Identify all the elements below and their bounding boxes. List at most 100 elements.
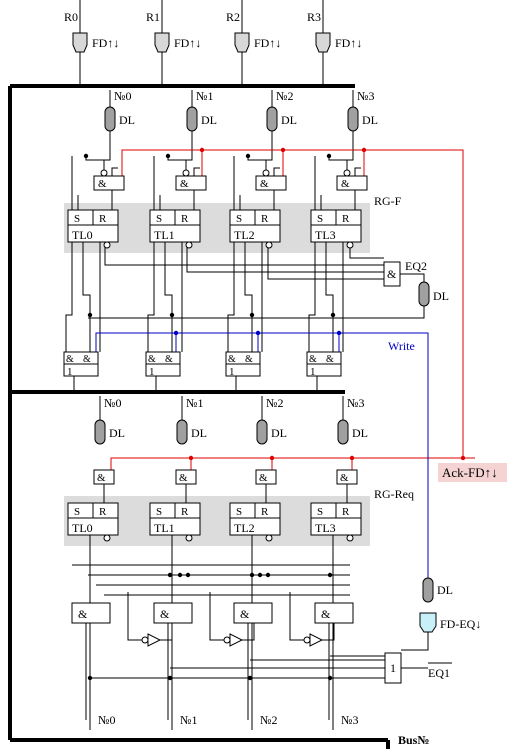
fd-label-2: FD↑↓	[254, 36, 281, 50]
fd-buffer-0	[72, 32, 88, 53]
req-and-symbol-3: &	[340, 472, 349, 484]
wire	[401, 632, 429, 651]
wire	[322, 623, 335, 641]
inversion-bubble	[346, 534, 354, 542]
bus-output-label-2: №2	[260, 713, 277, 727]
wire	[325, 242, 334, 352]
wire	[354, 167, 361, 176]
wire	[164, 242, 173, 352]
req-and-gate-0	[93, 469, 115, 485]
compare-gate-3	[314, 602, 354, 624]
top-dl-label-2: DL	[281, 113, 297, 127]
wire	[82, 242, 91, 352]
fd-buffer-1	[154, 32, 170, 53]
wire	[104, 245, 384, 266]
top-dl-label-0: DL	[119, 113, 135, 127]
top-and-gate-0	[93, 175, 125, 191]
req-and-symbol-2: &	[259, 472, 268, 484]
write-and-symbol-b-0: &	[83, 354, 91, 365]
rg-req-reset-label-3: R	[342, 506, 350, 518]
junction-dot	[330, 312, 336, 318]
junction-dot	[249, 312, 255, 318]
eq2-dl-label: DL	[433, 289, 449, 303]
rg-req-set-label-2: S	[236, 506, 242, 518]
inversion-bubble	[223, 636, 231, 644]
inverter-2	[309, 633, 324, 647]
inverter-1	[229, 633, 244, 647]
wire	[273, 167, 280, 176]
junction-dot	[167, 675, 173, 681]
junction-dot	[327, 675, 333, 681]
eq2-gate	[383, 261, 401, 287]
wire	[289, 592, 304, 641]
wire	[242, 623, 255, 641]
rg-req-tl-label-1: TL1	[154, 521, 175, 535]
rg-req-set-label-0: S	[74, 506, 80, 518]
wire	[65, 156, 73, 352]
input-label-r0: R0	[64, 10, 78, 24]
req-dl-label-2: DL	[271, 426, 287, 440]
compare-and-symbol-0: &	[78, 607, 88, 621]
rg-f-tl-label-0: TL0	[72, 228, 93, 242]
top-and-symbol-0: &	[98, 178, 107, 190]
wire	[167, 156, 187, 170]
rg-req-reset-label-0: R	[99, 506, 107, 518]
req-dl-label-1: DL	[191, 426, 207, 440]
top-dl-1	[186, 106, 198, 132]
write-label: Write	[388, 339, 415, 353]
inversion-bubble	[141, 636, 149, 644]
top-dl-3	[347, 106, 359, 132]
req-dl-label-0: DL	[109, 426, 125, 440]
top-and-symbol-2: &	[260, 178, 269, 190]
rg-f-reset-label-0: R	[99, 213, 107, 225]
wire	[209, 592, 224, 641]
junction-dot	[247, 675, 253, 681]
junction-dot	[249, 572, 255, 578]
junction-dot	[167, 572, 173, 578]
inversion-bubble	[185, 534, 193, 542]
junction-dot	[177, 572, 183, 578]
req-and-gate-3	[336, 469, 358, 485]
junction-dot	[83, 153, 89, 159]
write-and-symbol-a-3: &	[309, 354, 317, 365]
inversion-bubble	[185, 241, 193, 249]
req-dl-2	[256, 419, 268, 445]
input-label-r1: R1	[146, 10, 160, 24]
compare-gate-2	[233, 602, 273, 624]
junction-dot	[169, 312, 175, 318]
req-and-symbol-0: &	[97, 472, 106, 484]
wire	[308, 156, 316, 352]
fd-eq-buffer	[419, 612, 437, 633]
req-and-gate-1	[175, 469, 197, 485]
inversion-bubble	[103, 241, 111, 249]
top-num-label-0: №0	[114, 89, 131, 103]
fd-eq-dl-label: DL	[437, 583, 453, 597]
top-and-gate-3	[336, 175, 368, 191]
junction-dot	[326, 153, 332, 159]
rg-req-flipflop-0	[67, 502, 119, 536]
fd-label-1: FD↑↓	[174, 36, 201, 50]
rg-f-tl-label-1: TL1	[154, 228, 175, 242]
top-and-gate-2	[255, 175, 287, 191]
write-lines	[95, 332, 429, 580]
wire	[103, 131, 111, 170]
rg-req-set-label-3: S	[317, 506, 323, 518]
inversion-bubble	[265, 534, 273, 542]
ack-lines	[110, 149, 475, 474]
inversion-bubble	[100, 169, 108, 177]
req-dl-3	[337, 419, 349, 445]
top-and-symbol-3: &	[341, 178, 350, 190]
ack-label: Ack-FD↑↓	[442, 465, 498, 480]
eq1-gate	[384, 652, 402, 684]
bus-label: Bus№	[398, 733, 429, 747]
write-and-symbol-a-2: &	[228, 354, 236, 365]
wire	[244, 242, 253, 352]
rg-f-tl-label-2: TL2	[234, 228, 255, 242]
rg-req-reset-label-1: R	[181, 506, 189, 518]
compare-and-symbol-2: &	[240, 607, 250, 621]
top-dl-label-1: DL	[201, 113, 217, 127]
top-num-label-3: №3	[357, 89, 374, 103]
junction-dot	[245, 153, 251, 159]
compare-gate-1	[153, 602, 193, 624]
